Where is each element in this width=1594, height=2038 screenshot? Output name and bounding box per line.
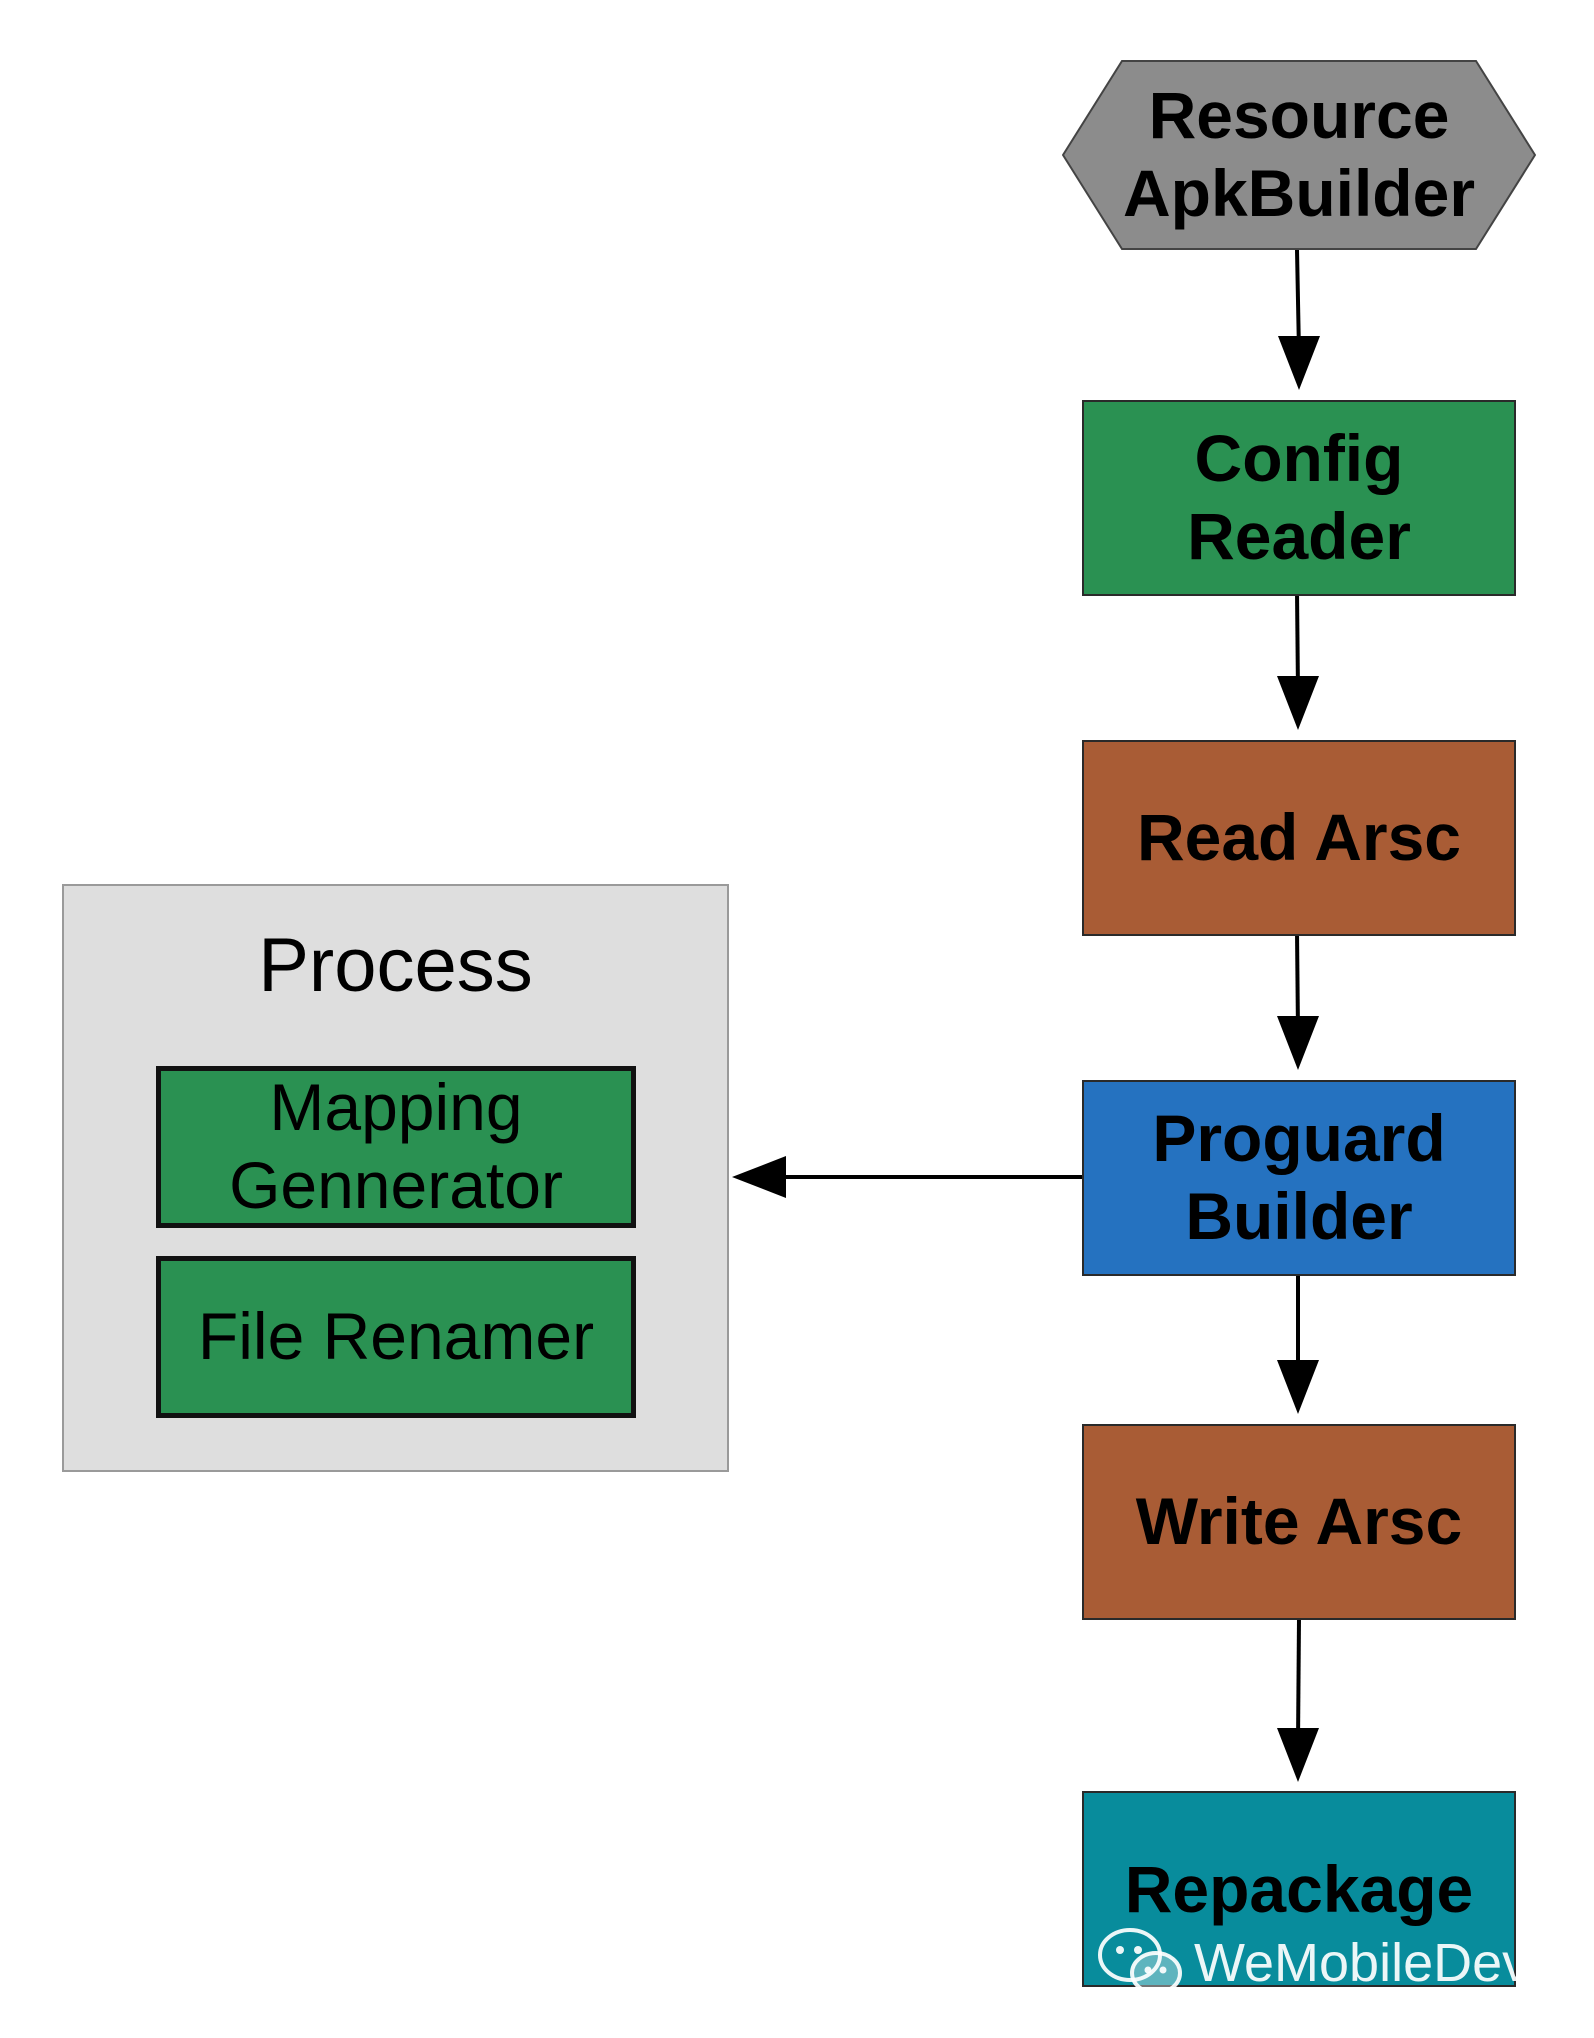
label-line: ApkBuilder bbox=[1122, 156, 1476, 230]
node-file-renamer: File Renamer bbox=[156, 1256, 636, 1418]
node-mapping-generator: Mapping Gennerator bbox=[156, 1066, 636, 1228]
hexagon-shape bbox=[1062, 60, 1536, 250]
process-title: Process bbox=[258, 923, 533, 1008]
label-line: Proguard bbox=[1152, 1101, 1446, 1176]
label-line: Write Arsc bbox=[1135, 1484, 1463, 1559]
label-line: Read Arsc bbox=[1136, 800, 1462, 875]
label-line: Mapping bbox=[269, 1070, 523, 1145]
node-resource-apk-builder: Resource ApkBuilder bbox=[1062, 60, 1536, 250]
label-line: Reader bbox=[1187, 499, 1411, 573]
wechat-icon bbox=[1098, 1928, 1182, 1995]
edge-config-to-readarsc bbox=[1277, 591, 1319, 730]
label-line: File Renamer bbox=[197, 1299, 595, 1374]
process-group: Process Mapping Gennerator File Renamer bbox=[62, 884, 729, 1472]
label-line: Config bbox=[1194, 421, 1404, 496]
watermark: WeMobileDev bbox=[1096, 1925, 1529, 2001]
edge-proguard-to-writearsc bbox=[1277, 1275, 1319, 1414]
label-line: Builder bbox=[1185, 1179, 1413, 1253]
edge-readarsc-to-proguard bbox=[1277, 931, 1319, 1070]
node-config-reader: Config Reader bbox=[1082, 400, 1516, 596]
node-write-arsc: Write Arsc bbox=[1082, 1424, 1516, 1620]
edge-proguard-to-process bbox=[732, 1156, 1082, 1198]
node-proguard-builder: Proguard Builder bbox=[1082, 1080, 1516, 1276]
label-line: Resource bbox=[1148, 78, 1450, 153]
edge-writearsc-to-repackage bbox=[1277, 1617, 1319, 1782]
node-resource-apk-builder-label: Resource ApkBuilder bbox=[1062, 77, 1536, 233]
node-read-arsc: Read Arsc bbox=[1082, 740, 1516, 936]
label-line: Gennerator bbox=[229, 1148, 563, 1222]
watermark-text: WeMobileDev bbox=[1194, 1933, 1530, 1993]
label-line: Repackage bbox=[1124, 1852, 1474, 1926]
edge-resource-to-config bbox=[1278, 249, 1320, 390]
